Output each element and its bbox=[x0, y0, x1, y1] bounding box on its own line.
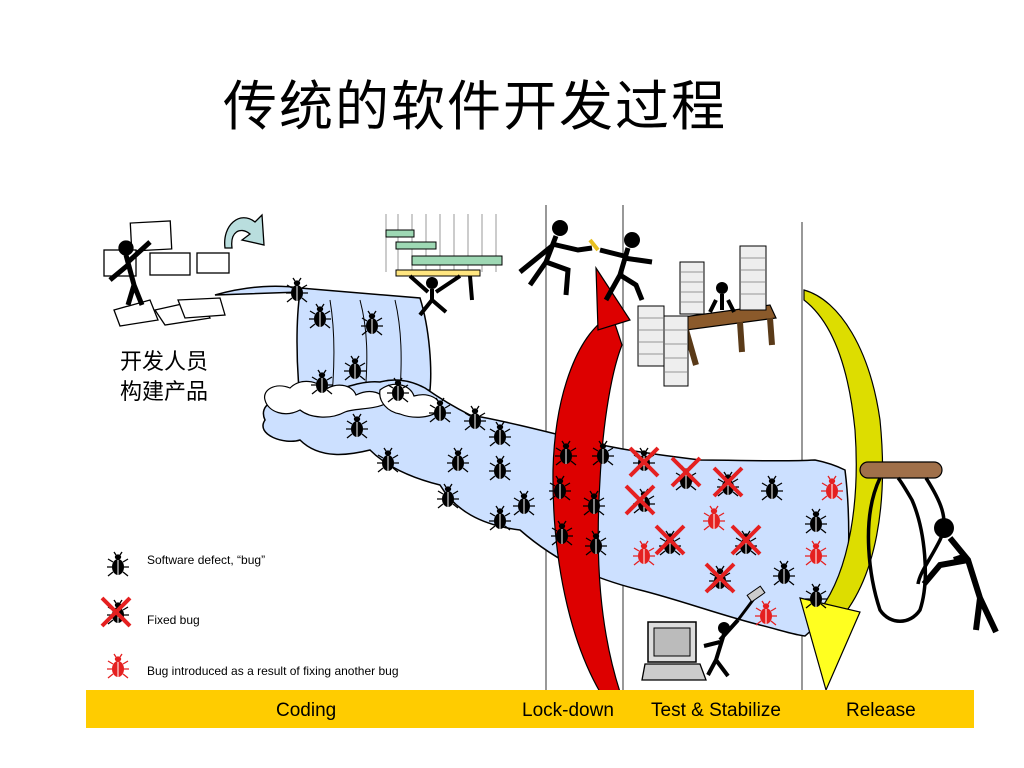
legend-label-bug: Software defect, “bug” bbox=[147, 553, 266, 567]
release-arrow bbox=[799, 289, 884, 692]
phase-lockdown: Lock-down bbox=[522, 700, 614, 721]
red-bug-icon bbox=[106, 653, 130, 679]
legend-label-fixed: Fixed bug bbox=[147, 613, 200, 627]
refresh-arrow-icon bbox=[224, 213, 265, 249]
phase-bar: Coding Lock-down Test & Stabilize Releas… bbox=[86, 690, 974, 728]
desk-figure bbox=[637, 245, 777, 387]
caption-line-1: 开发人员 bbox=[119, 350, 208, 375]
caption-line-2: 构建产品 bbox=[119, 380, 208, 405]
crossed-bug-icon bbox=[100, 596, 132, 628]
computer-figure bbox=[641, 585, 766, 681]
black-bug-icon bbox=[106, 551, 130, 577]
release-figure bbox=[859, 461, 999, 634]
waterfall bbox=[214, 285, 850, 637]
developer-figure bbox=[103, 220, 230, 327]
phase-coding: Coding bbox=[276, 700, 337, 721]
phase-release: Release bbox=[846, 700, 916, 721]
developer-caption: 开发人员 构建产品 bbox=[104, 348, 224, 408]
legend-icons bbox=[100, 551, 132, 679]
slide-title: 传统的软件开发过程 bbox=[223, 75, 727, 138]
planner-figure bbox=[385, 214, 503, 317]
legend-label-new-bug: Bug introduced as a result of fixing ano… bbox=[147, 664, 399, 678]
lockdown-arrow bbox=[552, 265, 631, 693]
phase-test-stabilize: Test & Stabilize bbox=[651, 700, 781, 721]
runner-figures bbox=[518, 220, 653, 302]
